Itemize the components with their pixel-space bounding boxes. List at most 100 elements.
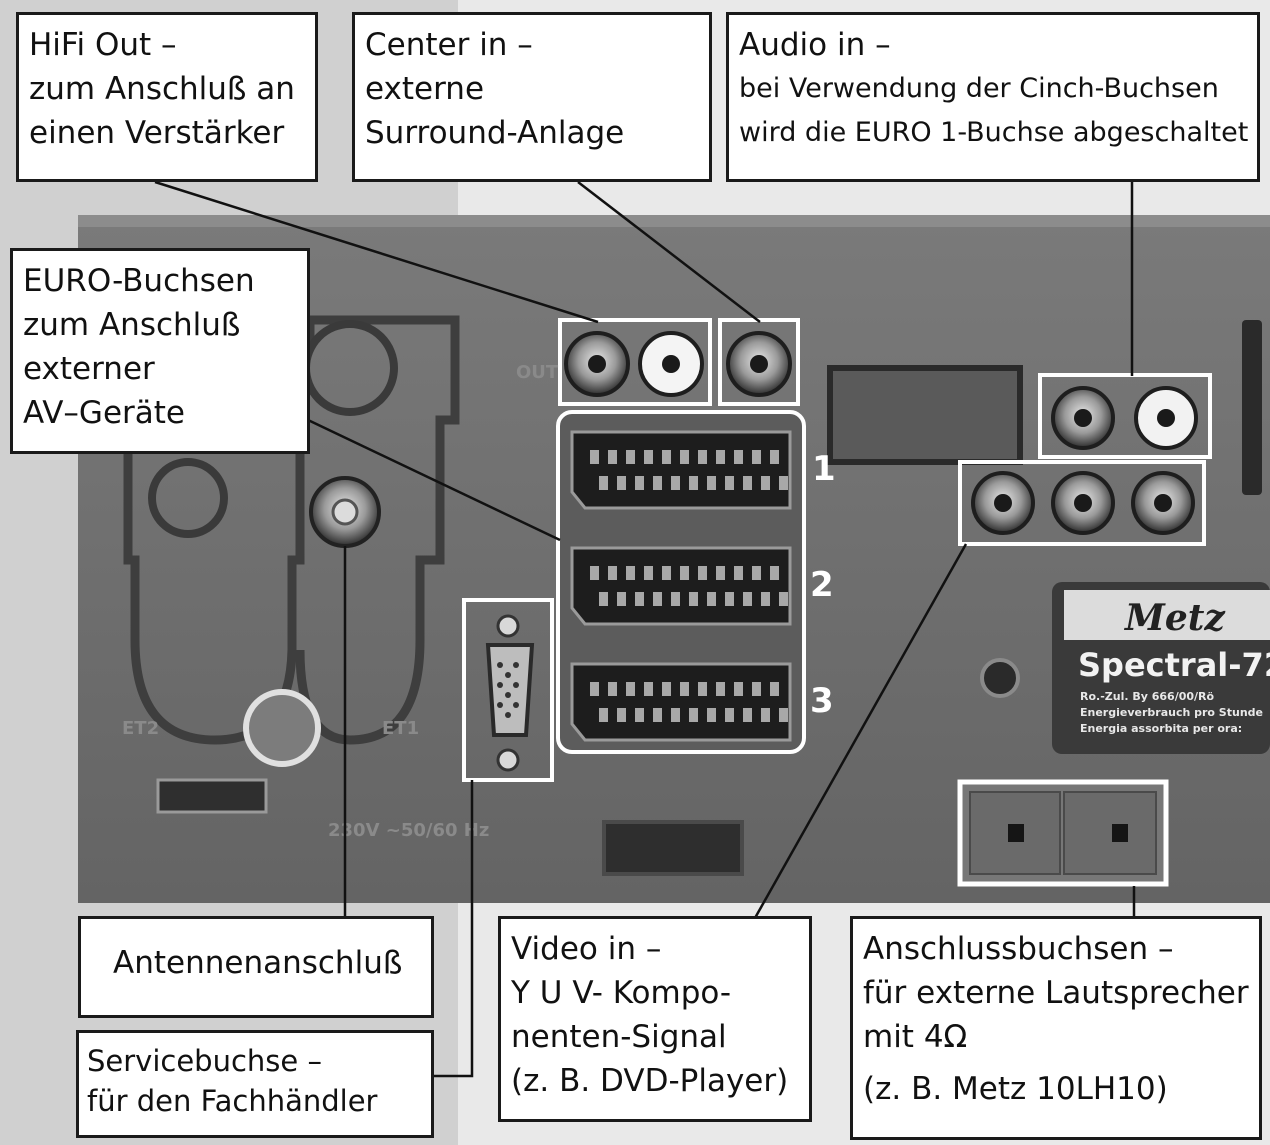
hifi-out-frame (558, 318, 712, 406)
speaker-clip-left (1008, 824, 1024, 842)
callout-euro-line-1: EURO-Buchsen (23, 263, 255, 299)
scart-pin (725, 476, 734, 490)
service-pins (497, 662, 519, 718)
callout-service-line-1: Servicebuchse – (87, 1044, 322, 1078)
scart-pin (770, 682, 779, 696)
voltage-label: 230V ~50/60 Hz (328, 820, 489, 841)
scart-pin (743, 592, 752, 606)
audio-in-frame (1038, 373, 1212, 459)
callout-center-in-line-1: Center in – (365, 27, 533, 63)
scart-number-1: 1 (812, 449, 836, 489)
scart-pin (608, 566, 617, 580)
scart-socket-1[interactable] (570, 430, 792, 510)
et-round-hole-left (148, 458, 228, 538)
plate-line-1: Ro.-Zul. By 666/00/Rö (1080, 690, 1215, 703)
scart-pin (707, 592, 716, 606)
callout-euro-line-3: externer (23, 351, 155, 387)
scart-pin (653, 476, 662, 490)
scart-sockets (570, 430, 792, 742)
scart-pin (698, 682, 707, 696)
scart-pin (770, 450, 779, 464)
callout-speaker-line-1: Anschlussbuchsen – (863, 931, 1174, 967)
plate-line-3: Energia assorbita per ora: (1080, 722, 1242, 735)
out-label: OUT (516, 362, 559, 383)
scart-pin (671, 708, 680, 722)
callout-video-in-line-2: Y U V- Kompo- (511, 975, 732, 1011)
scart-pin (734, 566, 743, 580)
service-screw-bottom (496, 748, 520, 772)
panel-vent-strip (1242, 320, 1262, 495)
callout-speaker-line-4: (z. B. Metz 10LH10) (863, 1071, 1168, 1107)
callout-video-in-line-3: nenten-Signal (511, 1019, 727, 1055)
scart-pin (644, 682, 653, 696)
callout-video-in-line-4: (z. B. DVD-Player) (511, 1063, 789, 1099)
scart-pin (689, 592, 698, 606)
service-dsub-socket[interactable] (485, 643, 535, 737)
scart-pin (743, 476, 752, 490)
scart-pin (725, 708, 734, 722)
scart-pin (734, 682, 743, 696)
scart-pin (770, 566, 779, 580)
callout-audio-in-line-3: wird die EURO 1-Buchse abgeschaltet (739, 117, 1249, 148)
scart-pin (626, 682, 635, 696)
scart-pin (635, 708, 644, 722)
callout-speaker: Anschlussbuchsen – für externe Lautsprec… (850, 916, 1262, 1140)
callout-video-in-line-1: Video in – (511, 931, 662, 967)
audio-in-jack-right-hole (1157, 409, 1175, 427)
video-in-jack-u-hole (1074, 494, 1092, 512)
et-round-hole-bottom (243, 689, 321, 767)
hifi-out-jack-right-hole (662, 355, 680, 373)
audio-in-jack-left-hole (1074, 409, 1092, 427)
scart-pin (779, 592, 788, 606)
scart-pin (680, 682, 689, 696)
scart-pin (626, 566, 635, 580)
scart-pin (716, 682, 725, 696)
scart-pin (761, 592, 770, 606)
scart-pin (662, 450, 671, 464)
callout-service: Servicebuchse – für den Fachhändler (76, 1030, 434, 1138)
scart-pin (779, 476, 788, 490)
scart-pin (752, 682, 761, 696)
scart-pin (689, 708, 698, 722)
scart-pin (599, 476, 608, 490)
scart-pin (752, 566, 761, 580)
service-screw-top (496, 614, 520, 638)
scart-number-3: 3 (810, 681, 834, 721)
plate-line-2: Energieverbrauch pro Stunde (1080, 706, 1263, 719)
scart-pin (644, 450, 653, 464)
scart-pin (662, 682, 671, 696)
antenna-jack-center (331, 498, 359, 526)
scart-pin (644, 566, 653, 580)
scart-socket-2[interactable] (570, 546, 792, 626)
scart-socket-3[interactable] (570, 662, 792, 742)
scart-pin (707, 476, 716, 490)
scart-pin (680, 566, 689, 580)
panel-round-socket (980, 658, 1020, 698)
panel-module-cutout (827, 365, 1023, 465)
callout-hifi-out-line-2: zum Anschluß an (29, 71, 295, 107)
scart-pin (617, 708, 626, 722)
scart-pin (635, 476, 644, 490)
scart-pin (752, 450, 761, 464)
speaker-terminal-right[interactable] (1063, 791, 1157, 875)
callout-euro: EURO-Buchsen zum Anschluß externer AV–Ge… (10, 248, 310, 454)
scart-pin (599, 708, 608, 722)
scart-pin (590, 682, 599, 696)
callout-hifi-out: HiFi Out – zum Anschluß an einen Verstär… (16, 12, 318, 182)
video-in-jack-v-hole (1154, 494, 1172, 512)
scart-pin (653, 592, 662, 606)
scart-pin (590, 566, 599, 580)
service-frame (462, 598, 554, 782)
scart-pin (761, 708, 770, 722)
scart-pin (599, 592, 608, 606)
scart-pin (617, 476, 626, 490)
scart-pin (734, 450, 743, 464)
callout-center-in-line-2: externe (365, 71, 485, 107)
panel-bottom-slot (602, 820, 744, 876)
scart-pin (590, 450, 599, 464)
scart-pin (716, 450, 725, 464)
et1-label: ET1 (382, 718, 419, 739)
hifi-out-jack-left-hole (588, 355, 606, 373)
scart-pin (671, 592, 680, 606)
leader-lines (154, 180, 1136, 1078)
